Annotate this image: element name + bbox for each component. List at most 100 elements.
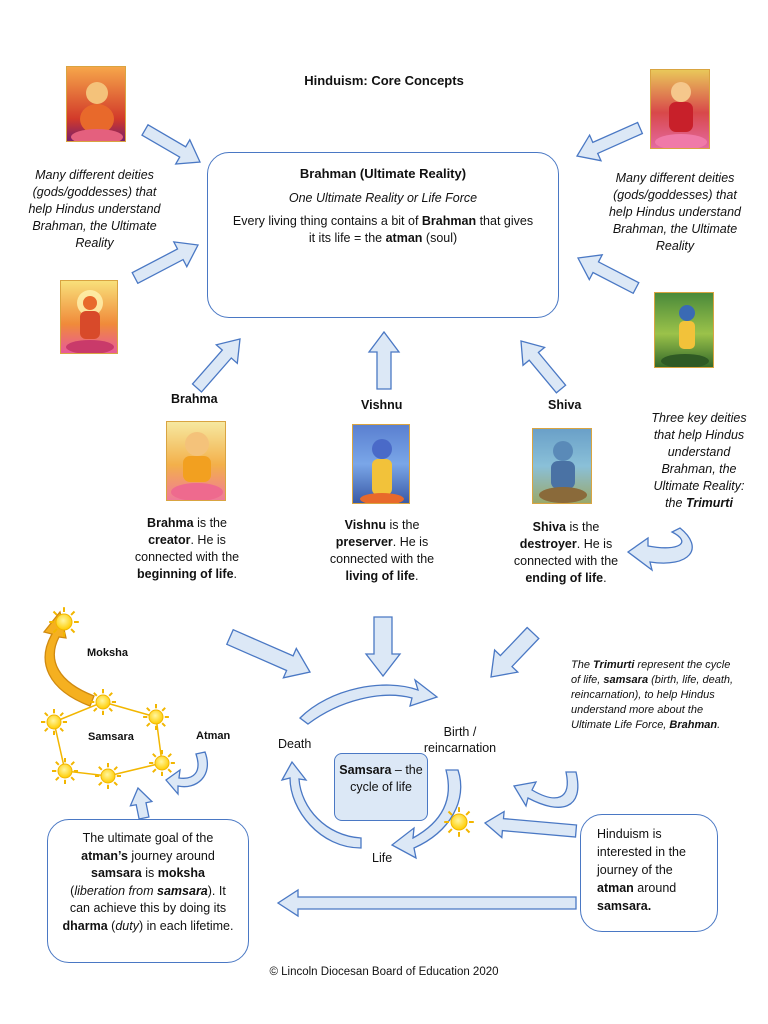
- shiva-desc-segment: ending of life: [525, 571, 604, 585]
- moksha-label: Moksha: [87, 647, 128, 659]
- vishnu-desc-segment: . He is connected with the: [329, 535, 435, 566]
- vishnu-description: Vishnu is the preserver. He is connected…: [326, 517, 438, 585]
- brahman-line1-pre: Every living thing contains a bit of: [232, 214, 422, 228]
- lakshmi-image: [650, 69, 710, 149]
- arrow-lakshmi-to-brahman: [575, 121, 644, 162]
- hanuman-image: [60, 280, 118, 354]
- shiva-label: Shiva: [548, 398, 582, 412]
- shiva-desc-segment: .: [603, 571, 607, 585]
- curl-arrow-atman-sun: [165, 751, 208, 796]
- death-label: Death: [278, 737, 312, 751]
- brahman-line2-pre: it its life = the: [308, 231, 386, 245]
- samsara-box-text: – the cycle of life: [350, 763, 423, 794]
- sun-icon-samsara-3: [149, 750, 175, 776]
- journey-box: Hinduism is interested in the journey of…: [580, 814, 718, 932]
- cycle-note-segment: (birth, life, death, reincarnation), to …: [571, 674, 734, 731]
- vishnu-image: [352, 424, 410, 504]
- brahman-line2-post: (soul): [422, 231, 458, 245]
- goal-segment: journey around: [127, 848, 215, 863]
- trimurti-note-text: Three key deities that help Hindus under…: [651, 411, 747, 510]
- brahma-desc-segment: Brahma: [147, 516, 194, 530]
- shiva-image: [532, 428, 592, 504]
- deities-note-right: Many different deities (gods/goddesses) …: [608, 171, 742, 253]
- goal-segment: ). It can achieve this by doing its: [69, 883, 227, 916]
- samsara-box-bold: Samsara: [339, 763, 392, 777]
- curl-arrow-trimurti: [626, 527, 693, 572]
- arrow-life-to-death: [280, 760, 362, 849]
- journey-segment: around: [633, 881, 677, 895]
- shiva-desc-segment: . He is connected with the: [513, 537, 619, 568]
- arrow-shiva-to-brahman: [520, 340, 567, 394]
- brahma-desc-segment: . He is connected with the: [134, 533, 240, 564]
- goal-box: The ultimate goal of the atman’s journey…: [47, 819, 249, 963]
- sun-icon-moksha: [49, 607, 79, 637]
- cycle-note-segment: represent the cycle of life,: [571, 659, 731, 686]
- samsara-sun-label: Samsara: [88, 731, 134, 743]
- sun-icon-samsara-2: [143, 704, 169, 730]
- shiva-description: Shiva is the destroyer. He is connected …: [510, 519, 622, 587]
- brahma-desc-segment: creator: [148, 533, 191, 547]
- shiva-desc-segment: Shiva: [532, 520, 566, 534]
- brahman-heading: Brahman (Ultimate Reality): [299, 166, 467, 181]
- goal-segment: liberation from: [74, 883, 158, 898]
- goal-segment: samsara: [157, 883, 208, 898]
- curl-arrow-cycle-note: [512, 771, 579, 808]
- cycle-note-segment: samsara: [603, 674, 649, 686]
- journey-segment: atman: [597, 881, 634, 895]
- life-label: Life: [372, 851, 393, 865]
- brahma-desc-segment: is the: [193, 516, 227, 530]
- cycle-note-segment: .: [717, 719, 721, 731]
- vishnu-desc-segment: living of life: [345, 569, 415, 583]
- brahma-image: [166, 421, 226, 501]
- arrow-brahma-to-brahman: [191, 338, 241, 393]
- brahma-label: Brahma: [171, 392, 218, 406]
- deities-note-left: Many different deities (gods/goddesses) …: [28, 168, 161, 250]
- birth-label: Birth / reincarnation: [423, 725, 497, 755]
- brahman-description: Every living thing contains a bit of Bra…: [208, 213, 558, 247]
- goal-segment: moksha: [157, 866, 205, 880]
- arrow-krishna-to-brahman: [576, 253, 640, 295]
- arrow-vishnu-to-brahman: [367, 330, 401, 390]
- arrow-journey-to-goal: [276, 888, 577, 918]
- vishnu-desc-segment: Vishnu: [344, 518, 387, 532]
- trimurti-note-bold: Trimurti: [685, 496, 733, 510]
- goal-segment: ) in each lifetime.: [138, 918, 234, 933]
- footer-copyright: © Lincoln Diocesan Board of Education 20…: [269, 966, 499, 978]
- goal-segment: duty: [115, 918, 139, 933]
- arrow-vishnu-to-cycle: [364, 616, 402, 678]
- brahma-desc-segment: .: [233, 567, 237, 581]
- brahma-desc-segment: beginning of life: [137, 567, 234, 581]
- trimurti-note: Three key deities that help Hindus under…: [644, 410, 754, 512]
- goal-segment: is: [141, 866, 158, 880]
- goal-segment: atman’s: [81, 848, 128, 863]
- arrow-shiva-to-cycle: [490, 626, 540, 678]
- goal-segment: dharma: [62, 918, 108, 933]
- vishnu-desc-segment: preserver: [335, 535, 393, 549]
- trimurti-cycle-note: The Trimurti represent the cycle of life…: [571, 658, 739, 733]
- vishnu-desc-segment: .: [414, 569, 419, 583]
- sun-icon-atman: [444, 807, 474, 837]
- arrow-death-to-birth: [299, 678, 439, 725]
- arrow-birth-to-life: [390, 769, 462, 860]
- shiva-desc-segment: is the: [566, 520, 600, 534]
- arrow-moksha: [42, 610, 95, 707]
- cycle-note-segment: Trimurti: [593, 659, 635, 671]
- arrow-ganesha-to-brahman: [141, 123, 201, 165]
- page-title: Hinduism: Core Concepts: [304, 73, 464, 88]
- cycle-note-segment: Brahman: [669, 719, 718, 731]
- krishna-image: [654, 292, 714, 368]
- brahman-box: Brahman (Ultimate Reality) One Ultimate …: [207, 152, 559, 318]
- journey-segment: samsara.: [597, 899, 652, 913]
- brahman-line2-bold: atman: [385, 231, 423, 245]
- brahma-description: Brahma is the creator. He is connected w…: [133, 515, 241, 583]
- goal-segment: (: [107, 918, 116, 933]
- sun-icon-samsara-6: [41, 709, 67, 735]
- atman-label: Atman: [196, 730, 231, 742]
- shiva-desc-segment: destroyer: [519, 537, 577, 551]
- goal-segment: The ultimate goal of the: [82, 831, 214, 845]
- cycle-note-segment: The: [571, 659, 594, 671]
- vishnu-label: Vishnu: [361, 398, 403, 412]
- arrow-brahma-to-cycle: [225, 628, 312, 679]
- brahman-line1-bold: Brahman: [421, 214, 477, 228]
